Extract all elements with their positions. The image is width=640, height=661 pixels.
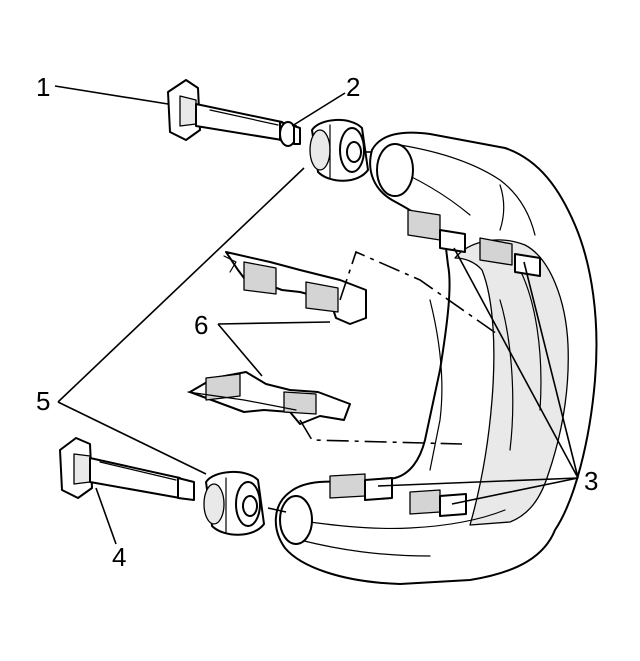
guide-pin-lower — [59, 437, 195, 501]
callout-5: 5 — [36, 386, 50, 416]
callout-1: 1 — [36, 72, 50, 102]
leader-lines — [54, 85, 579, 545]
pad-clip-lower — [187, 371, 351, 425]
guide-pin-upper — [167, 79, 297, 145]
callout-6: 6 — [194, 310, 208, 340]
bushing-upper — [309, 119, 369, 182]
pad-clip-upper — [223, 251, 367, 325]
callout-labels: 1 2 3 4 5 6 — [36, 72, 598, 572]
callout-4: 4 — [112, 542, 126, 572]
bushing-lower — [203, 471, 265, 536]
caliper-bracket — [274, 131, 598, 585]
pin-boot-upper — [279, 121, 301, 147]
callout-2: 2 — [346, 72, 360, 102]
callout-3: 3 — [584, 466, 598, 496]
